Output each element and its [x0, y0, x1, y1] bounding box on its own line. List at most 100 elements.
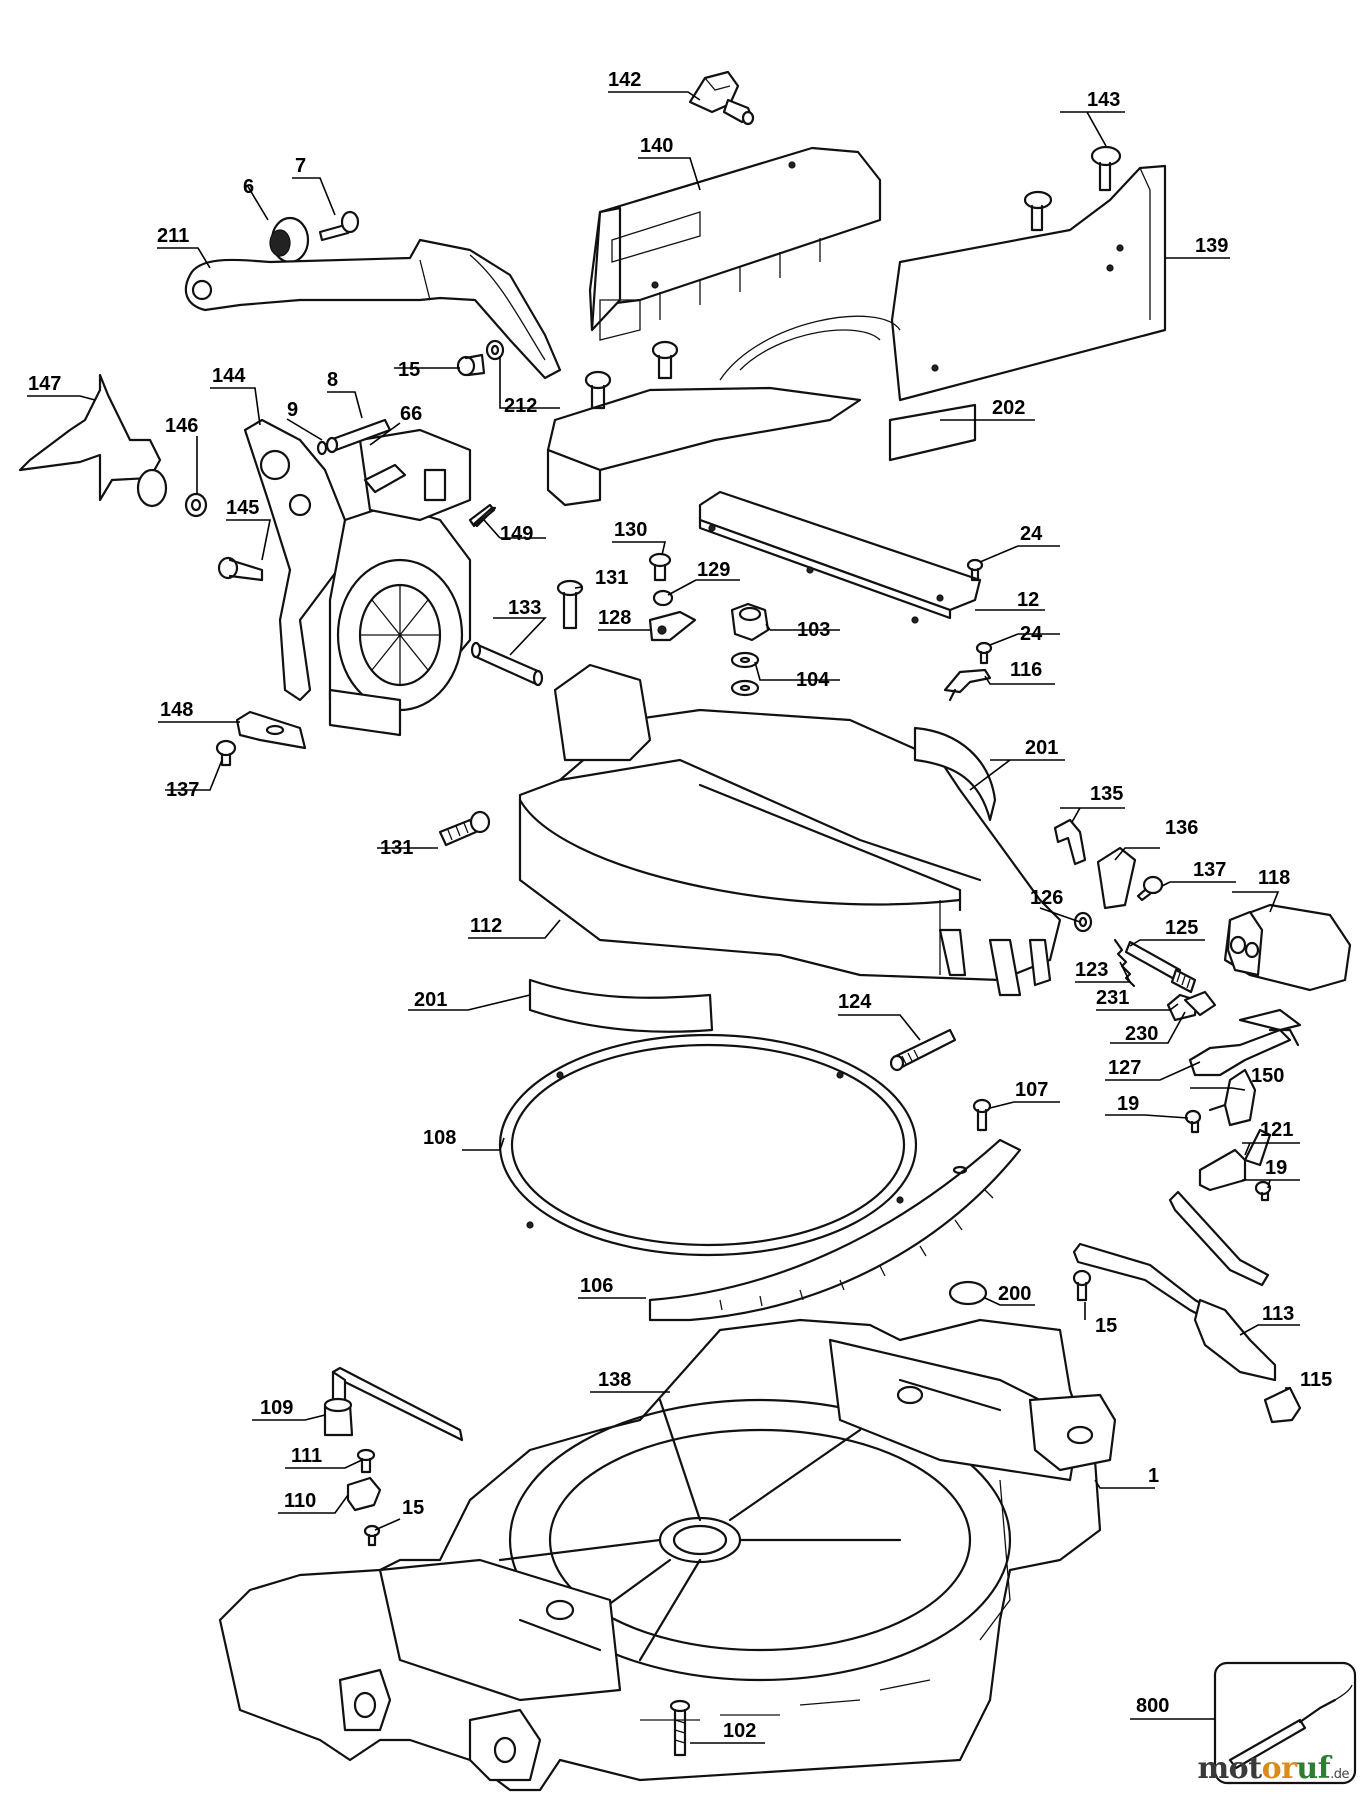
- callout-128: 128: [598, 607, 631, 629]
- callout-135: 135: [1090, 783, 1123, 805]
- part-129-washer: [652, 589, 674, 607]
- callout-15-right: 15: [1095, 1315, 1117, 1337]
- callout-106: 106: [580, 1275, 613, 1297]
- callout-202: 202: [992, 397, 1025, 419]
- part-135-clip: [1053, 818, 1087, 866]
- part-139-fence: [890, 164, 1167, 402]
- callout-800: 800: [1136, 1695, 1169, 1717]
- callout-129: 129: [697, 559, 730, 581]
- part-12-plate: [698, 490, 982, 624]
- watermark-suffix: .de: [1330, 1767, 1349, 1782]
- part-103-nut: [730, 602, 770, 642]
- part-66-pin: [363, 463, 407, 494]
- callout-143: 143: [1087, 89, 1120, 111]
- callout-113: 113: [1262, 1303, 1294, 1325]
- part-7-bolt: [318, 210, 360, 242]
- part-150-bracket: [1208, 1068, 1257, 1127]
- part-107-screw: [972, 1098, 992, 1132]
- callout-19-a: 19: [1117, 1093, 1139, 1115]
- part-116-clip: [943, 668, 992, 702]
- callout-231: 231: [1096, 987, 1129, 1009]
- part-15-bolt-top: [456, 353, 486, 377]
- part-145-bolt: [217, 556, 264, 582]
- callout-146: 146: [165, 415, 198, 437]
- callout-118: 118: [1258, 867, 1290, 889]
- part-202-label: [888, 403, 977, 462]
- callout-8: 8: [327, 369, 338, 391]
- part-127-lever: [1188, 1008, 1302, 1077]
- part-137-screw-right: [1136, 875, 1164, 902]
- part-211-lever: [184, 238, 562, 380]
- part-126-washer: [1073, 911, 1093, 933]
- callout-108: 108: [423, 1127, 456, 1149]
- callout-147: 147: [28, 373, 61, 395]
- part-140-fence: [588, 146, 882, 341]
- callout-125: 125: [1165, 917, 1198, 939]
- callout-131-top: 131: [595, 567, 628, 589]
- callout-109: 109: [260, 1397, 293, 1419]
- part-15-screw-right: [1072, 1269, 1092, 1302]
- part-fence-base: [546, 315, 901, 507]
- callout-137-left: 137: [166, 779, 199, 801]
- part-19-screw-b: [1254, 1180, 1272, 1202]
- site-watermark: motoruf.de: [1197, 1751, 1349, 1786]
- callout-145: 145: [226, 497, 259, 519]
- part-111-screw: [356, 1448, 376, 1474]
- part-19-screw-a: [1184, 1109, 1202, 1134]
- watermark-part2: or: [1261, 1751, 1297, 1786]
- callout-12: 12: [1017, 589, 1039, 611]
- part-15-screw-left: [363, 1524, 381, 1547]
- callout-121: 121: [1260, 1119, 1293, 1141]
- callout-1: 1: [1148, 1465, 1159, 1487]
- callout-107: 107: [1015, 1079, 1048, 1101]
- part-142-knob: [688, 70, 755, 126]
- callout-201-right: 201: [1025, 737, 1058, 759]
- part-144-housing: [243, 418, 472, 737]
- part-148-bracket: [235, 710, 307, 750]
- callout-24-b: 24: [1020, 623, 1043, 645]
- watermark-part1: mot: [1197, 1751, 1262, 1786]
- callout-140: 140: [640, 135, 673, 157]
- part-1-base: [218, 1318, 1117, 1792]
- callout-201-left: 201: [414, 989, 447, 1011]
- part-115-pad: [1263, 1386, 1302, 1424]
- part-109-wrench: [323, 1366, 464, 1442]
- callout-144: 144: [212, 365, 246, 387]
- callout-200: 200: [998, 1283, 1031, 1305]
- part-201-label-right: [913, 726, 997, 822]
- callout-104: 104: [796, 669, 830, 691]
- part-136-pad: [1096, 846, 1137, 910]
- callout-9: 9: [287, 399, 298, 421]
- part-110-clamp: [346, 1476, 382, 1512]
- callout-103: 103: [797, 619, 830, 641]
- callout-24-a: 24: [1020, 523, 1043, 545]
- callout-127: 127: [1108, 1057, 1141, 1079]
- part-9-clip: [316, 440, 328, 456]
- part-146-washer: [184, 492, 208, 518]
- part-24-screw-b: [975, 641, 993, 665]
- part-24-screw-a: [966, 558, 984, 582]
- callout-19-b: 19: [1265, 1157, 1287, 1179]
- part-800-inset: [1213, 1661, 1357, 1785]
- callout-133: 133: [508, 597, 541, 619]
- part-106-scale: [648, 1138, 1022, 1322]
- part-230-block: [1183, 990, 1217, 1017]
- part-124-pin: [889, 1028, 957, 1072]
- callout-15-top: 15: [398, 359, 420, 381]
- part-143-bolts: [1023, 145, 1122, 232]
- part-131-bolt-top: [556, 579, 584, 630]
- part-6-bearing: [269, 216, 310, 264]
- part-118-handle-cover: [1223, 903, 1352, 992]
- part-131-bolt-left: [438, 810, 491, 847]
- callout-112: 112: [470, 915, 502, 937]
- part-125-rod: [1124, 940, 1197, 994]
- callout-126: 126: [1030, 887, 1063, 909]
- callout-7: 7: [295, 155, 306, 177]
- callout-111: 111: [291, 1445, 322, 1467]
- part-130-screw: [648, 552, 672, 582]
- callout-212: 212: [504, 395, 537, 417]
- callout-150: 150: [1251, 1065, 1284, 1087]
- callout-148: 148: [160, 699, 193, 721]
